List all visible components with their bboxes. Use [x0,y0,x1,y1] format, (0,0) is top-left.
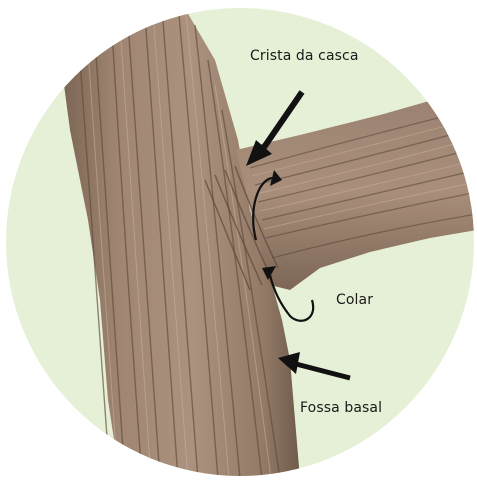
label-basal-pit: Fossa basal [300,400,382,416]
label-bark-ridge: Crista da casca [250,48,359,64]
label-collar: Colar [336,292,373,308]
